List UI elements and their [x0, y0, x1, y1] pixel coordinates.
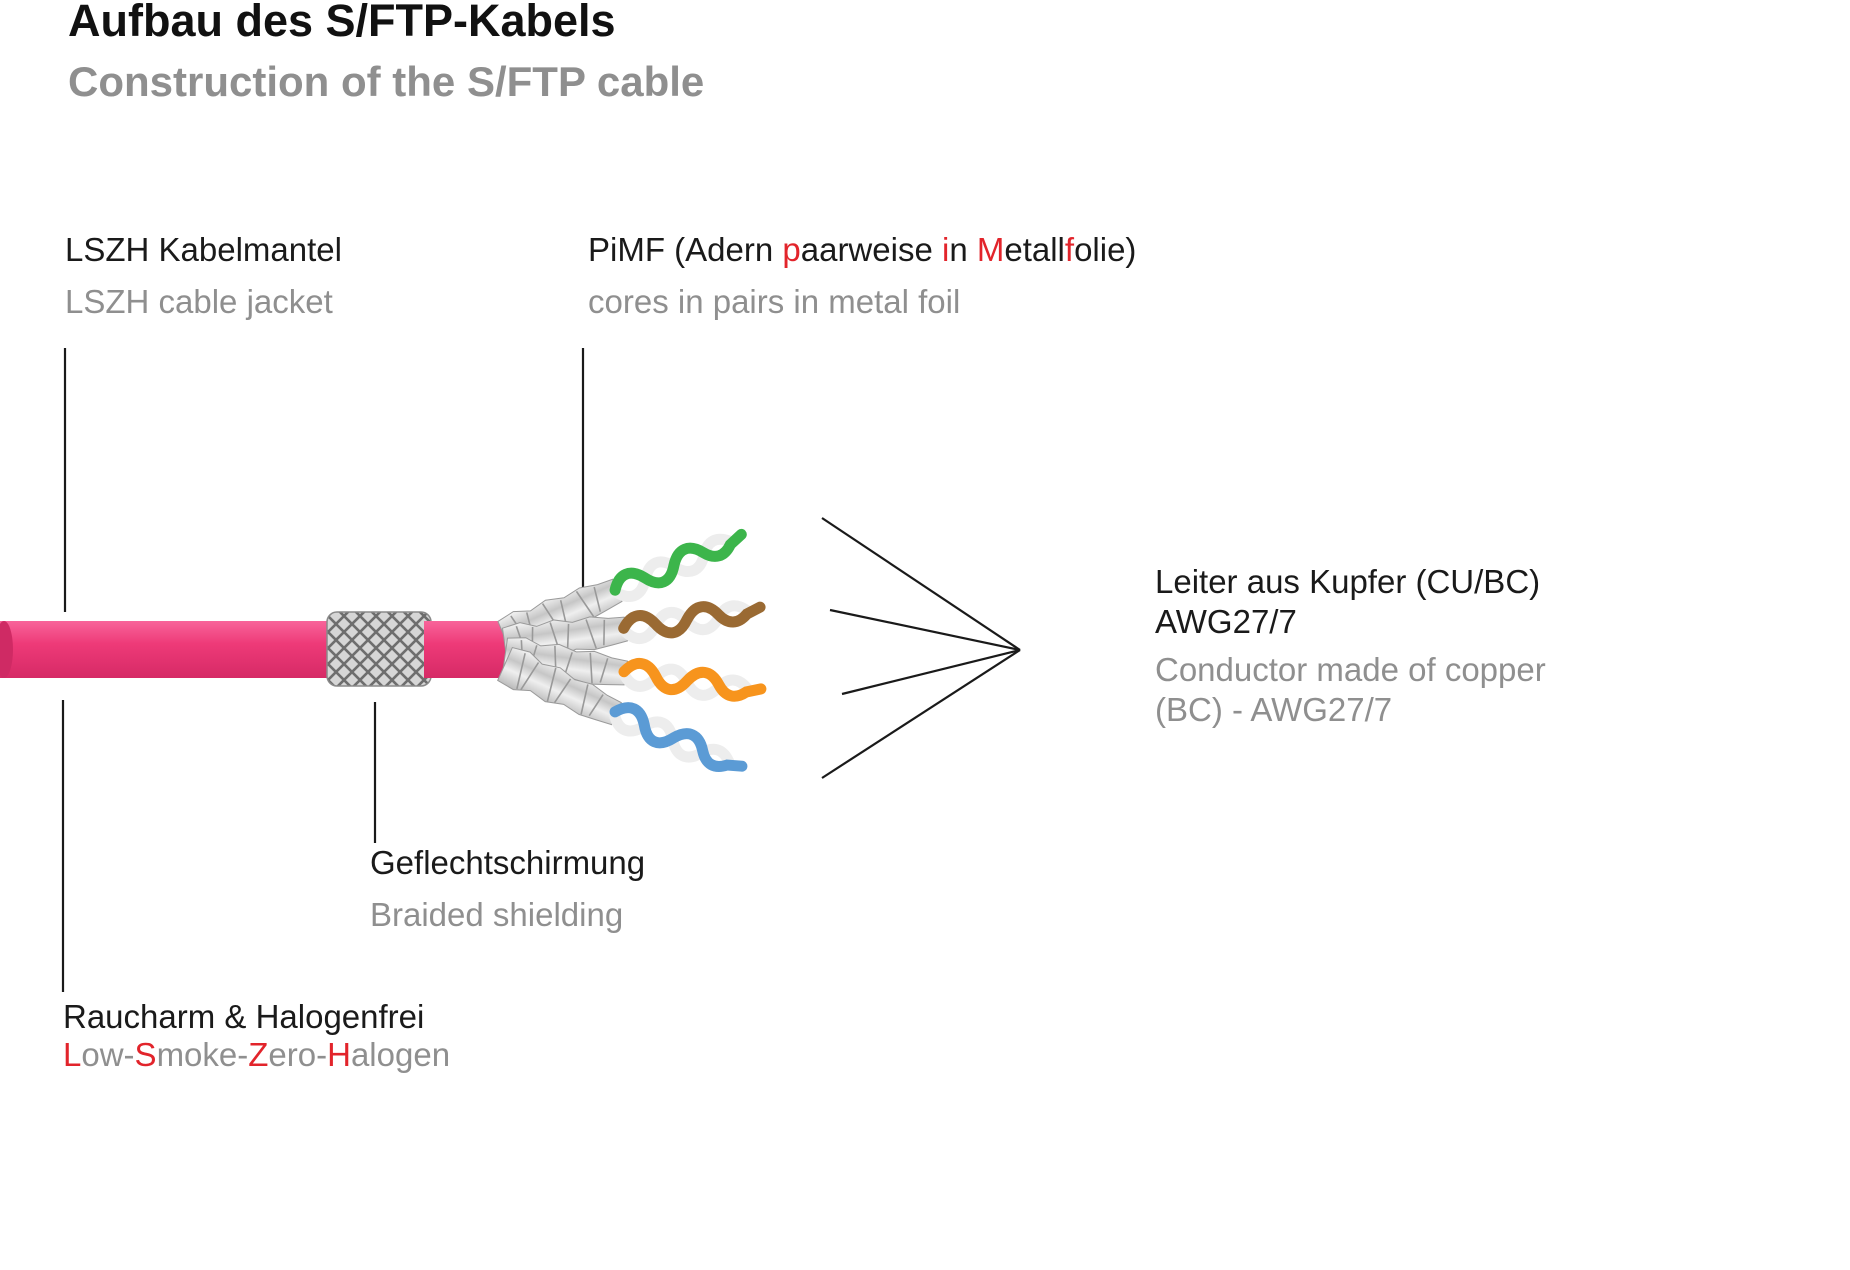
cable-body — [0, 611, 514, 687]
label-braid: Geflechtschirmung Braided shielding — [370, 843, 645, 935]
cable-end-cap — [0, 621, 13, 678]
leader-conductor-1 — [821, 517, 1021, 651]
label-conductor-en-2: (BC) - AWG27/7 — [1155, 691, 1393, 728]
label-jacket: LSZH Kabelmantel LSZH cable jacket — [65, 230, 342, 322]
wire-pairs — [495, 528, 767, 772]
label-jacket-de: LSZH Kabelmantel — [65, 231, 342, 268]
label-braid-de: Geflechtschirmung — [370, 844, 646, 881]
label-smoke-en: Low-Smoke-Zero-Halogen — [63, 1036, 451, 1073]
label-pimf: PiMF (Adern paarweise in Metallfolie) co… — [588, 230, 1136, 322]
label-conductor-de-1: Leiter aus Kupfer (CU/BC) — [1155, 563, 1541, 600]
label-jacket-en: LSZH cable jacket — [65, 283, 333, 320]
pair-blue — [496, 644, 748, 772]
leader-lines — [61, 348, 1021, 992]
label-smoke-de: Raucharm & Halogenfrei — [63, 998, 425, 1035]
pair-green — [495, 528, 747, 658]
label-conductor-de-2: AWG27/7 — [1155, 603, 1297, 640]
leader-conductor-3 — [841, 648, 1021, 696]
cable-jacket-right — [424, 621, 514, 678]
page-title: Aufbau des S/FTP-Kabels — [68, 0, 616, 46]
pair-orange — [501, 634, 767, 702]
braid-section — [326, 611, 432, 687]
label-conductor: Leiter aus Kupfer (CU/BC) AWG27/7 Conduc… — [1155, 562, 1546, 730]
leader-conductor-4 — [821, 649, 1021, 779]
page-subtitle: Construction of the S/FTP cable — [68, 58, 705, 105]
pair-brown — [501, 600, 766, 667]
leader-conductor-2 — [829, 608, 1021, 652]
label-smoke: Raucharm & Halogenfrei Low-Smoke-Zero-Ha… — [63, 998, 450, 1074]
label-pimf-en: cores in pairs in metal foil — [588, 283, 961, 320]
label-pimf-de: PiMF (Adern paarweise in Metallfolie) — [588, 231, 1137, 268]
label-conductor-en-1: Conductor made of copper — [1155, 651, 1546, 688]
label-braid-en: Braided shielding — [370, 896, 624, 933]
cable-jacket-left — [0, 621, 334, 678]
